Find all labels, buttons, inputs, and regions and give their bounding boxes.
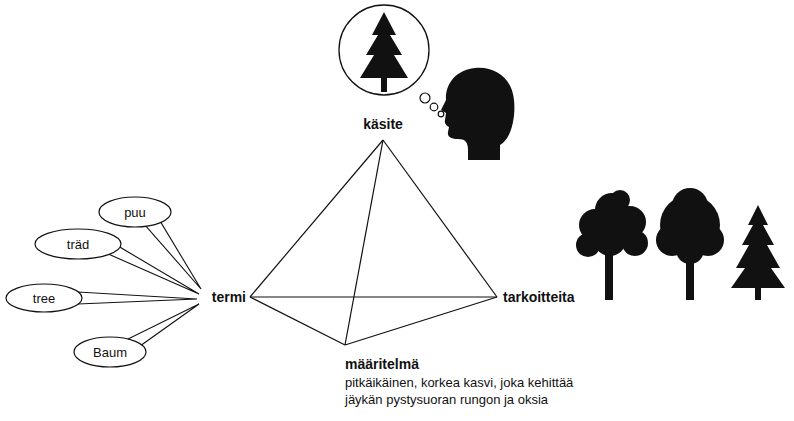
bubble-dot <box>438 111 444 117</box>
speech-bubble: tree <box>5 283 83 313</box>
pyramid <box>250 140 497 345</box>
speech-bubble: Baum <box>73 336 147 368</box>
speech-bubble: träd <box>34 228 122 260</box>
head-silhouette <box>441 68 514 160</box>
speech-bubble: puu <box>98 196 172 228</box>
bubble-dot <box>430 103 438 111</box>
vertex-label: määritelmä <box>345 356 419 372</box>
bubble-dot <box>420 93 430 103</box>
tree-silhouettes <box>576 188 785 300</box>
thought-bubble <box>339 5 429 95</box>
term-word: Baum <box>93 345 127 360</box>
spruce-icon <box>360 12 408 78</box>
vertex-label: termi <box>212 289 246 305</box>
definition-text: pitkäikäinen, korkea kasvi, joka kehittä… <box>345 374 610 408</box>
vertex-label: käsite <box>363 116 403 132</box>
spruce-trunk <box>381 78 387 92</box>
vertex-label: tarkoitteita <box>503 289 575 305</box>
term-word: tree <box>33 291 55 306</box>
term-word: träd <box>67 237 89 252</box>
term-word: puu <box>124 205 146 220</box>
